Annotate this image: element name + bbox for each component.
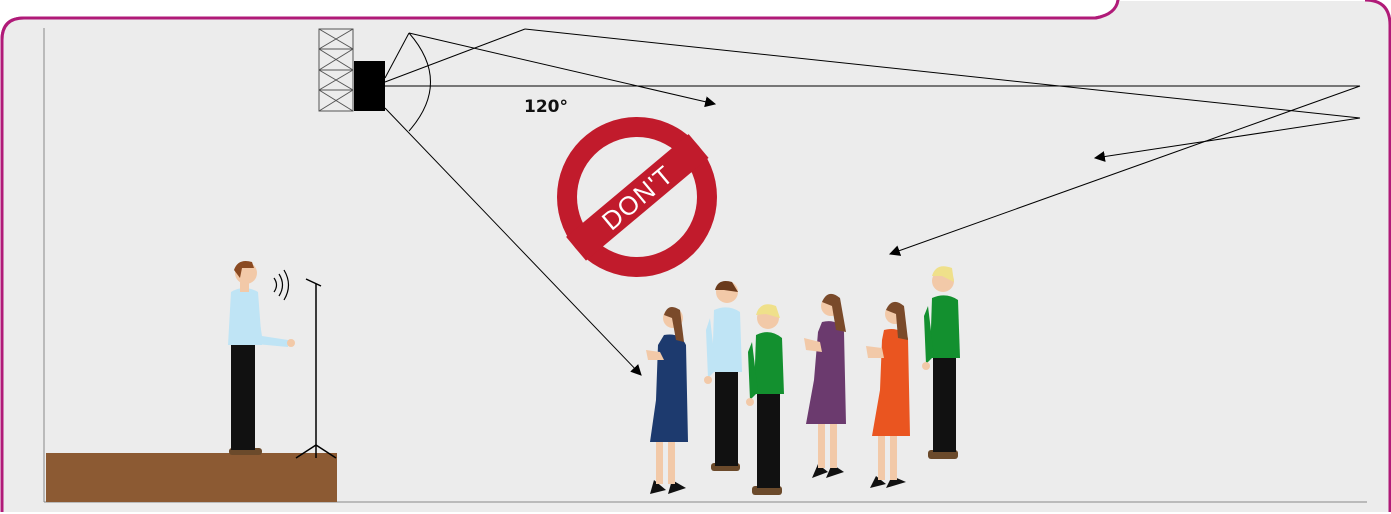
microphone-stand-icon <box>295 278 337 459</box>
no-entry-sign-icon: DON'T <box>557 117 717 277</box>
truss-icon <box>318 28 354 112</box>
loudspeaker-icon <box>354 61 385 111</box>
audience-man-green-1 <box>746 304 784 495</box>
stage <box>46 453 337 502</box>
audience-man-blue <box>704 281 742 471</box>
audience-woman-navy <box>646 306 688 494</box>
audience-woman-orange <box>866 301 910 488</box>
angle-label: 120° <box>524 97 568 117</box>
coverage-arc <box>408 32 431 132</box>
speaker-person <box>228 261 295 455</box>
frame-background <box>3 1 1389 512</box>
audience-man-green-2 <box>922 266 960 459</box>
sound-waves-icon <box>273 269 290 301</box>
sound-rays <box>384 28 1361 376</box>
audience-woman-purple <box>804 293 846 478</box>
